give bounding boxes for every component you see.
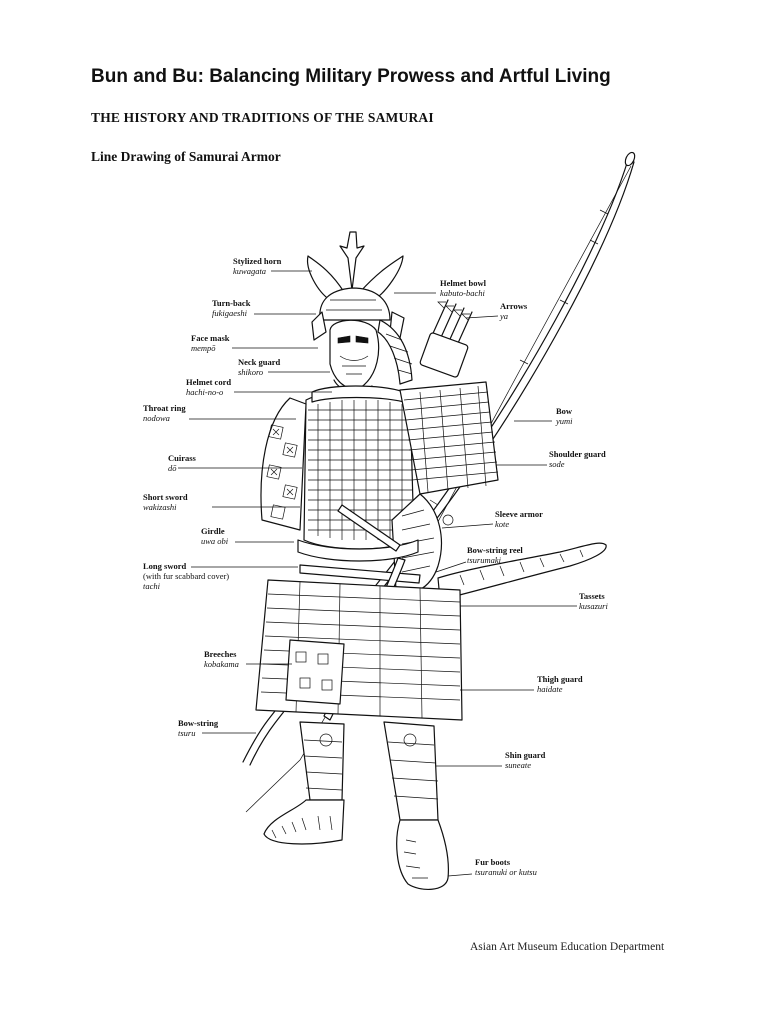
- label-bow-string-reel-jp: tsurumaki: [467, 555, 502, 565]
- label-cuirass: Cuirass dō: [168, 453, 197, 473]
- label-sleeve-armor-jp: kote: [495, 519, 509, 529]
- label-stylized-horn-en: Stylized horn: [233, 256, 282, 266]
- label-helmet-cord-jp: hachi-no-o: [186, 387, 223, 397]
- label-tassets-en: Tassets: [579, 591, 605, 601]
- label-thigh-guard: Thigh guard haidate: [537, 674, 583, 694]
- label-thigh-guard-en: Thigh guard: [537, 674, 583, 684]
- label-breeches-en: Breeches: [204, 649, 237, 659]
- leader-lines: [178, 270, 577, 877]
- label-throat-ring-jp: nodowa: [143, 413, 170, 423]
- label-arrows: Arrows ya: [499, 301, 528, 321]
- label-shin-guard-jp: suneate: [505, 760, 531, 770]
- face-mask-drawing: [329, 319, 380, 393]
- label-shin-guard-en: Shin guard: [505, 750, 546, 760]
- label-bow-string-reel-en: Bow-string reel: [467, 545, 523, 555]
- page-subtitle: THE HISTORY AND TRADITIONS OF THE SAMURA…: [91, 110, 434, 125]
- label-short-sword-en: Short sword: [143, 492, 188, 502]
- label-short-sword: Short sword wakizashi: [143, 492, 188, 512]
- label-turn-back-en: Turn-back: [212, 298, 251, 308]
- label-face-mask-jp: mempō: [191, 343, 216, 353]
- fur-boots-drawing: [263, 799, 449, 890]
- page-title: Bun and Bu: Balancing Military Prowess a…: [91, 66, 611, 87]
- label-shoulder-guard-en: Shoulder guard: [549, 449, 606, 459]
- label-girdle-jp: uwa obi: [201, 536, 229, 546]
- label-neck-guard-en: Neck guard: [238, 357, 281, 367]
- label-thigh-guard-jp: haidate: [537, 684, 563, 694]
- footer-credit: Asian Art Museum Education Department: [470, 941, 665, 953]
- label-sleeve-armor: Sleeve armor kote: [495, 509, 543, 529]
- label-bow-jp: yumi: [555, 416, 573, 426]
- label-bow-string-jp: tsuru: [178, 728, 195, 738]
- arrows-drawing: [419, 299, 473, 378]
- label-fur-boots: Fur boots tsuranuki or kutsu: [475, 857, 537, 877]
- label-bow-string-reel: Bow-string reel tsurumaki: [467, 545, 523, 565]
- label-breeches: Breeches kobakama: [204, 649, 239, 669]
- label-neck-guard: Neck guard shikoro: [238, 357, 281, 377]
- label-long-sword-note: (with fur scabbard cover): [143, 571, 229, 581]
- label-short-sword-jp: wakizashi: [143, 502, 177, 512]
- label-helmet-cord-en: Helmet cord: [186, 377, 231, 387]
- label-throat-ring: Throat ring nodowa: [143, 403, 186, 423]
- helmet-drawing: [306, 231, 413, 385]
- label-tassets-jp: kusazuri: [579, 601, 608, 611]
- label-fur-boots-jp: tsuranuki or kutsu: [475, 867, 537, 877]
- label-girdle-en: Girdle: [201, 526, 225, 536]
- label-face-mask: Face mask mempō: [191, 333, 230, 353]
- label-cuirass-en: Cuirass: [168, 453, 197, 463]
- label-turn-back-jp: fukigaeshi: [212, 308, 248, 318]
- label-stylized-horn-jp: kuwagata: [233, 266, 266, 276]
- label-bow-string: Bow-string tsuru: [178, 718, 219, 738]
- fur-tail-drawing: [437, 542, 607, 601]
- label-long-sword: Long sword (with fur scabbard cover) tac…: [143, 561, 229, 591]
- label-tassets: Tassets kusazuri: [579, 591, 608, 611]
- label-cuirass-jp: dō: [168, 463, 177, 473]
- label-helmet-bowl: Helmet bowl kabuto-bachi: [440, 278, 487, 298]
- label-sleeve-armor-en: Sleeve armor: [495, 509, 543, 519]
- label-shoulder-guard: Shoulder guard sode: [549, 449, 606, 469]
- label-arrows-jp: ya: [499, 311, 508, 321]
- label-throat-ring-en: Throat ring: [143, 403, 186, 413]
- shoulder-guard-drawing: [399, 381, 499, 495]
- label-fur-boots-en: Fur boots: [475, 857, 511, 867]
- label-bow-en: Bow: [556, 406, 573, 416]
- breeches-drawing: [285, 639, 345, 705]
- label-long-sword-jp: tachi: [143, 581, 161, 591]
- label-arrows-en: Arrows: [500, 301, 528, 311]
- cuirass-drawing: [303, 385, 415, 550]
- label-shin-guard: Shin guard suneate: [505, 750, 546, 770]
- label-neck-guard-jp: shikoro: [238, 367, 263, 377]
- label-breeches-jp: kobakama: [204, 659, 239, 669]
- label-face-mask-en: Face mask: [191, 333, 230, 343]
- label-shoulder-guard-jp: sode: [549, 459, 565, 469]
- samurai-illustration: [242, 151, 636, 890]
- label-helmet-bowl-jp: kabuto-bachi: [440, 288, 485, 298]
- label-bow: Bow yumi: [555, 406, 573, 426]
- label-stylized-horn: Stylized horn kuwagata: [233, 256, 282, 276]
- label-bow-string-en: Bow-string: [178, 718, 219, 728]
- label-long-sword-en: Long sword: [143, 561, 186, 571]
- section-heading: Line Drawing of Samurai Armor: [91, 149, 281, 164]
- label-helmet-bowl-en: Helmet bowl: [440, 278, 487, 288]
- label-turn-back: Turn-back fukigaeshi: [212, 298, 251, 318]
- left-sleeve-drawing: [260, 397, 307, 531]
- label-girdle: Girdle uwa obi: [201, 526, 229, 546]
- label-helmet-cord: Helmet cord hachi-no-o: [186, 377, 231, 397]
